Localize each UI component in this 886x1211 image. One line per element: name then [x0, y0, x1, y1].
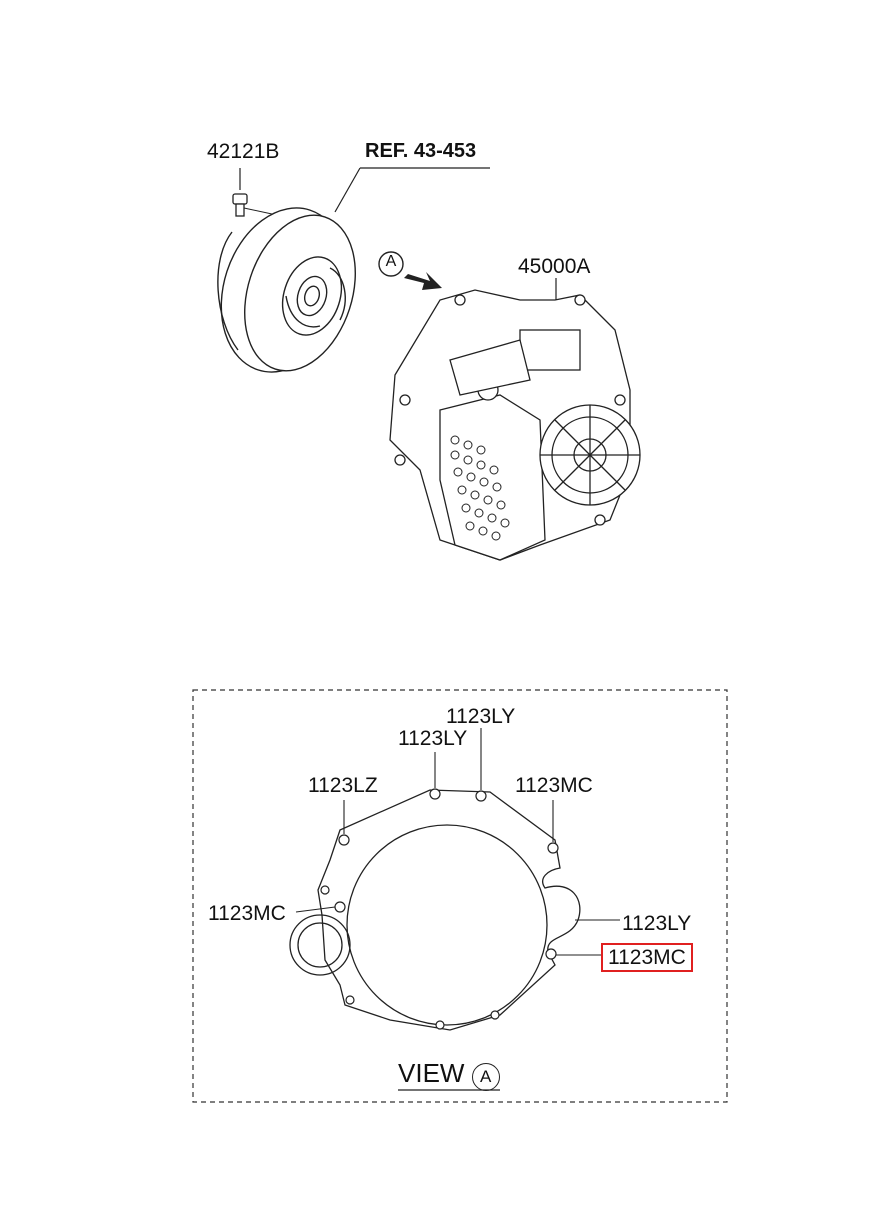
valve-body-holes — [450, 435, 510, 541]
label-1123mc-upper-right: 1123MC — [515, 774, 593, 797]
view-marker-a: A — [385, 253, 397, 270]
label-1123ly-right: 1123LY — [622, 912, 692, 935]
label-1123ly-top-left: 1123LY — [398, 727, 468, 750]
view-caption-text: VIEW — [398, 1058, 465, 1088]
leader-lines — [295, 728, 620, 956]
gasket-bolt-holes — [320, 788, 559, 1030]
transaxle-housing — [389, 289, 641, 561]
label-1123lz: 1123LZ — [308, 774, 378, 797]
view-caption-marker: A — [471, 1063, 500, 1091]
torque-converter — [217, 207, 356, 373]
ref-label: REF. 43-453 — [365, 140, 477, 162]
part-label-bolt: 42121B — [207, 140, 280, 163]
label-1123mc-left: 1123MC — [208, 902, 286, 925]
bell-housing-gasket — [289, 789, 581, 1031]
view-a-frame — [192, 689, 728, 1103]
bolt-icon — [232, 193, 248, 217]
label-1123mc-highlighted[interactable]: 1123MC — [601, 943, 693, 972]
view-caption: VIEW A — [398, 1060, 500, 1091]
label-1123ly-top-right: 1123LY — [446, 705, 516, 728]
part-label-transaxle: 45000A — [518, 255, 591, 278]
